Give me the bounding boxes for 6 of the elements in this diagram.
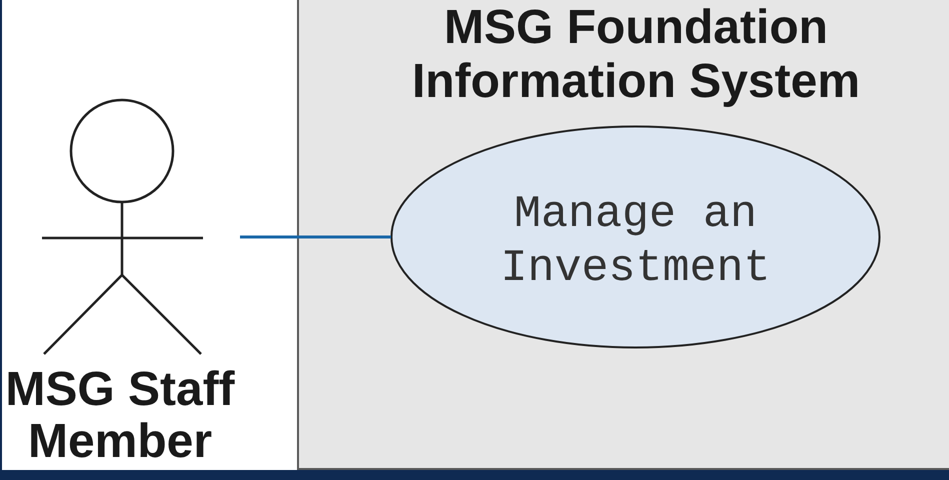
system-title: MSG Foundation Information System <box>410 1 862 109</box>
use-case-label: Manage an Investment <box>499 188 772 296</box>
system-boundary-box <box>297 0 949 470</box>
actor-label: MSG Staff Member <box>4 364 236 468</box>
association-line <box>240 236 391 238</box>
use-case-ellipse <box>390 125 881 349</box>
